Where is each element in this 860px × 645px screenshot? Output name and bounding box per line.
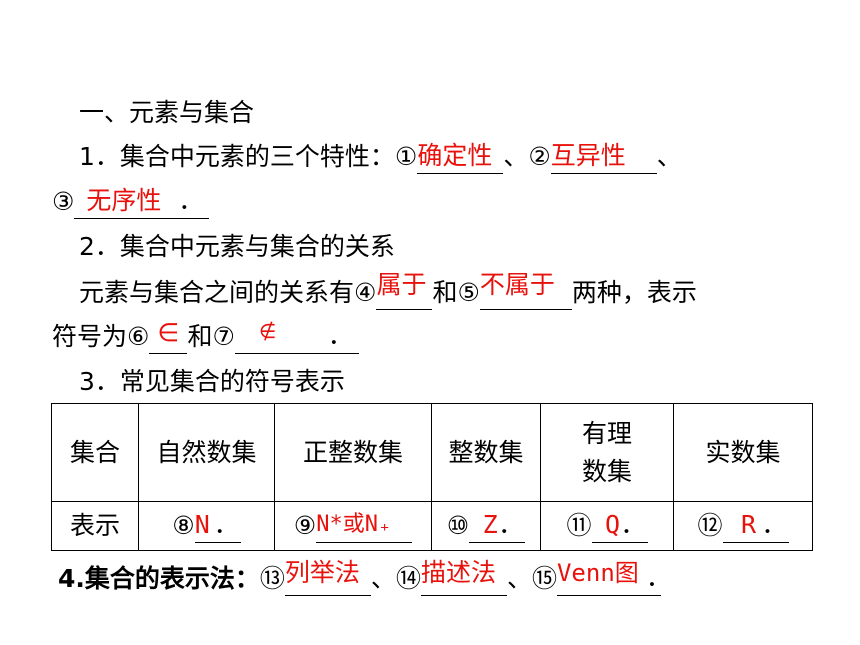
answer-blank-7[interactable]: ∉． bbox=[234, 319, 359, 354]
answer-12: R bbox=[740, 509, 757, 539]
circled-mark-6: ⑥ bbox=[127, 322, 150, 351]
conjunction: 和 bbox=[187, 322, 213, 351]
circled-mark-2: ② bbox=[528, 142, 551, 171]
answer-blank-11[interactable]: Q． bbox=[591, 509, 648, 543]
answer-blank-10[interactable]: Z． bbox=[469, 509, 526, 543]
header-cell-positive-integers: 正整数集 bbox=[274, 403, 432, 502]
answer-blank-15[interactable]: Venn图． bbox=[556, 559, 671, 596]
sentence-period: ． bbox=[178, 186, 204, 215]
circled-mark-12: ⑫ bbox=[697, 511, 723, 540]
header-cell-set: 集合 bbox=[51, 403, 139, 502]
circled-mark-10: ⑩ bbox=[446, 511, 470, 540]
item-1-label: 1．集合中元素的三个特性： bbox=[79, 142, 395, 171]
item-3-label: 3．常见集合的符号表示 bbox=[79, 367, 345, 396]
answer-1: 确定性 bbox=[417, 141, 493, 170]
answer-blank-13[interactable]: 列举法 bbox=[284, 559, 371, 596]
answer-blank-6[interactable]: ∈ bbox=[149, 319, 188, 354]
answer-11: Q bbox=[604, 509, 621, 539]
answer-blank-2[interactable]: 互异性 bbox=[550, 141, 657, 174]
answer-9: N*或N₊ bbox=[316, 511, 392, 537]
row-label-representation: 表示 bbox=[51, 501, 139, 551]
cell-period: ． bbox=[620, 509, 646, 539]
answer-4: 属于 bbox=[376, 270, 427, 299]
separator: 、 bbox=[506, 564, 532, 593]
answer-2: 互异性 bbox=[550, 141, 626, 170]
answer-5: 不属于 bbox=[479, 270, 555, 299]
header-rational-line-2: 数集 bbox=[581, 456, 632, 486]
answer-13: 列举法 bbox=[284, 558, 360, 587]
separator: 、 bbox=[656, 142, 682, 171]
answer-blank-8[interactable]: N． bbox=[194, 509, 241, 543]
answer-15: Venn图 bbox=[556, 559, 639, 587]
answer-blank-3[interactable]: 无序性 ． bbox=[74, 186, 210, 219]
section-title: 一、元素与集合 bbox=[79, 98, 255, 127]
circled-mark-14: ⑭ bbox=[395, 564, 421, 593]
answer-blank-14[interactable]: 描述法 bbox=[420, 559, 507, 596]
answer-blank-4[interactable]: 属于 bbox=[376, 271, 433, 310]
circled-mark-8: ⑧ bbox=[172, 511, 195, 540]
answer-7-not-element-of-symbol: ∉ bbox=[258, 319, 277, 343]
conjunction: 和 bbox=[432, 278, 458, 307]
answer-blank-1[interactable]: 确定性 bbox=[417, 141, 504, 174]
sentence-period: ． bbox=[327, 321, 353, 350]
sentence-period: ． bbox=[645, 563, 671, 592]
circled-mark-5: ⑤ bbox=[457, 278, 480, 307]
cell-period: ． bbox=[213, 509, 239, 539]
header-cell-natural-numbers: 自然数集 bbox=[138, 403, 275, 502]
answer-3: 无序性 bbox=[86, 186, 162, 215]
answer-10: Z bbox=[482, 509, 498, 539]
header-rational-line-1: 有理 bbox=[581, 418, 632, 448]
circled-mark-9: ⑨ bbox=[293, 511, 317, 540]
header-cell-real-numbers: 实数集 bbox=[673, 403, 813, 502]
circled-mark-4: ④ bbox=[354, 278, 377, 307]
header-cell-rational-numbers: 有理数集 bbox=[540, 403, 674, 502]
header-cell-integers: 整数集 bbox=[431, 403, 541, 502]
answer-14: 描述法 bbox=[420, 558, 496, 587]
answer-blank-12[interactable]: R． bbox=[722, 509, 789, 543]
paragraph-text: 两种，表示 bbox=[571, 278, 697, 307]
answer-8: N bbox=[194, 509, 210, 539]
circled-mark-1: ① bbox=[394, 142, 418, 171]
answer-6-element-of-symbol: ∈ bbox=[157, 318, 180, 347]
answer-blank-9[interactable]: N*或N₊ bbox=[316, 511, 413, 543]
separator: 、 bbox=[503, 142, 529, 171]
paragraph-text: 符号为 bbox=[52, 322, 128, 351]
circled-mark-3: ③ bbox=[52, 187, 75, 216]
circled-mark-15: ⑮ bbox=[531, 564, 557, 593]
paragraph-2-line-3: 符号为⑥∈和⑦∉． bbox=[52, 319, 359, 354]
circled-mark-7: ⑦ bbox=[212, 322, 235, 351]
circled-mark-11: ⑪ bbox=[566, 511, 592, 540]
cell-period: ． bbox=[498, 509, 524, 539]
paragraph-1-line-2: ③ 无序性 ． bbox=[52, 185, 210, 219]
table-header-row: 集合 自然数集 正整数集 整数集 有理数集 实数集 bbox=[51, 403, 813, 502]
answer-blank-5[interactable]: 不属于 bbox=[479, 271, 572, 310]
separator: 、 bbox=[370, 564, 396, 593]
item-4-label: 4.集合的表示法： bbox=[58, 564, 260, 593]
item-2-label: 2．集合中元素与集合的关系 bbox=[79, 232, 395, 261]
circled-mark-13: ⑬ bbox=[259, 564, 285, 593]
paragraph-text: 元素与集合之间的关系有 bbox=[79, 278, 355, 307]
cell-period: ． bbox=[761, 509, 787, 539]
